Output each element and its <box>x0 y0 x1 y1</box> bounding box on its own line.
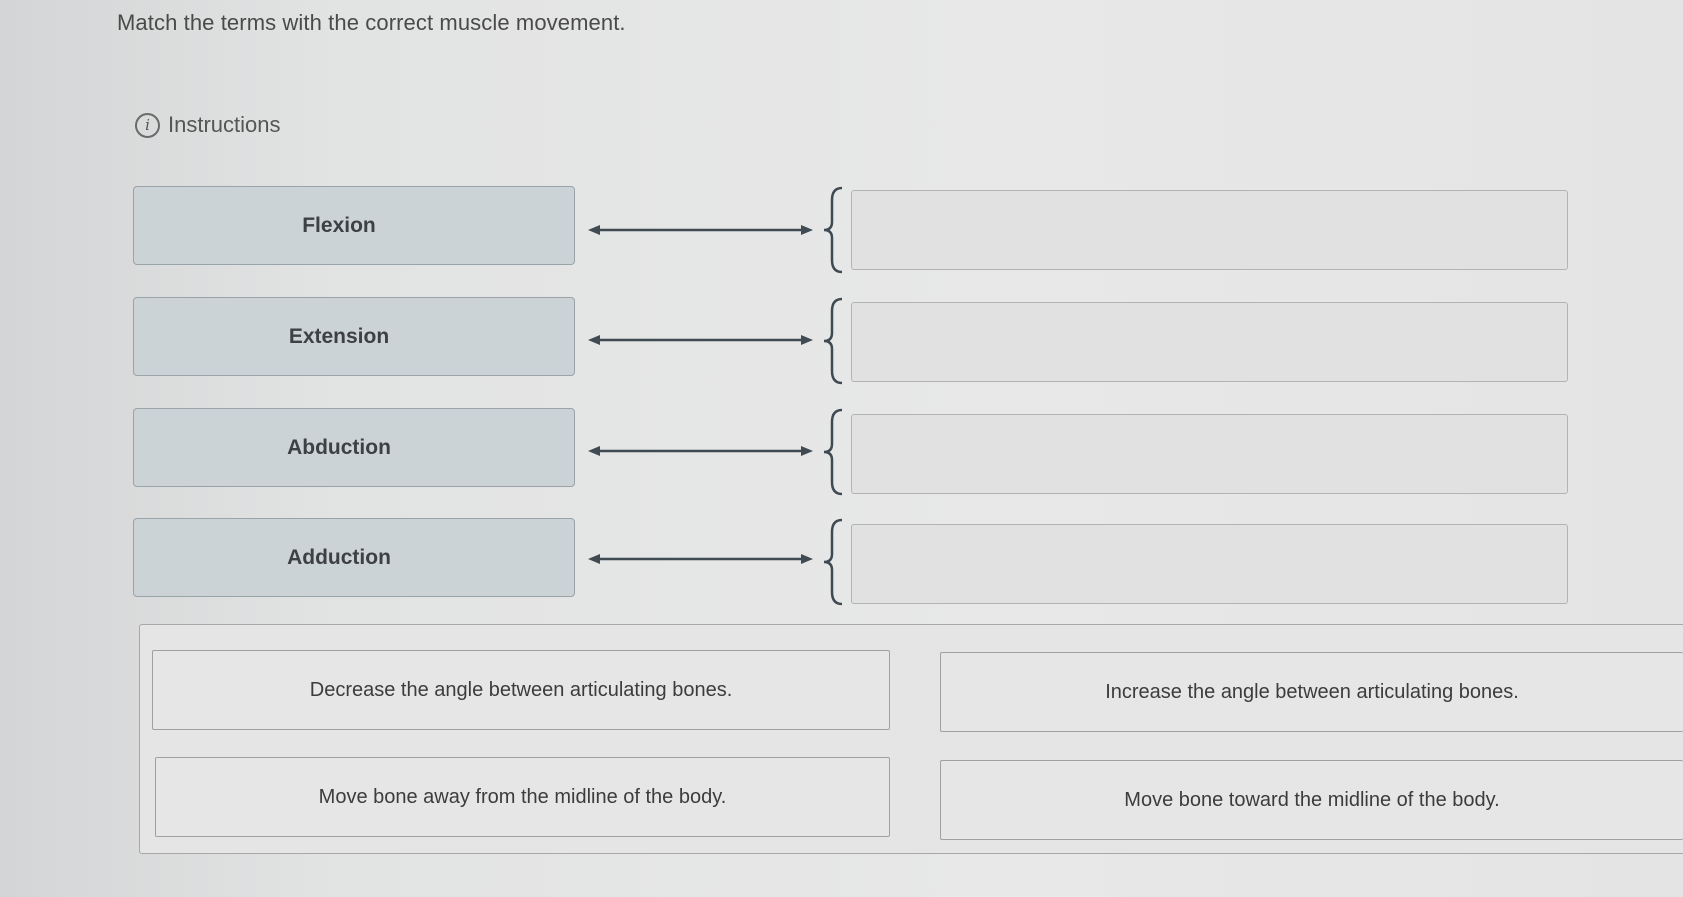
answer-option[interactable]: Decrease the angle between articulating … <box>152 650 890 730</box>
instructions-toggle[interactable]: i Instructions <box>135 112 281 138</box>
connector-arrow-icon <box>588 549 813 569</box>
answer-option[interactable]: Increase the angle between articulating … <box>940 652 1683 732</box>
bracket-icon <box>822 408 846 496</box>
drop-target-1[interactable] <box>851 190 1568 270</box>
term-extension[interactable]: Extension <box>133 297 575 376</box>
drop-target-4[interactable] <box>851 524 1568 604</box>
answer-option[interactable]: Move bone toward the midline of the body… <box>940 760 1683 840</box>
connector-arrow-icon <box>588 330 813 350</box>
term-flexion[interactable]: Flexion <box>133 186 575 265</box>
answer-option[interactable]: Move bone away from the midline of the b… <box>155 757 890 837</box>
drop-target-2[interactable] <box>851 302 1568 382</box>
info-icon: i <box>135 112 160 138</box>
connector-arrow-icon <box>588 441 813 461</box>
bracket-icon <box>822 518 846 606</box>
question-prompt: Match the terms with the correct muscle … <box>117 10 626 35</box>
instructions-label: Instructions <box>168 112 281 137</box>
bracket-icon <box>822 297 846 385</box>
connector-arrow-icon <box>588 220 813 240</box>
term-abduction[interactable]: Abduction <box>133 408 575 487</box>
bracket-icon <box>822 186 846 274</box>
drop-target-3[interactable] <box>851 414 1568 494</box>
term-adduction[interactable]: Adduction <box>133 518 575 597</box>
